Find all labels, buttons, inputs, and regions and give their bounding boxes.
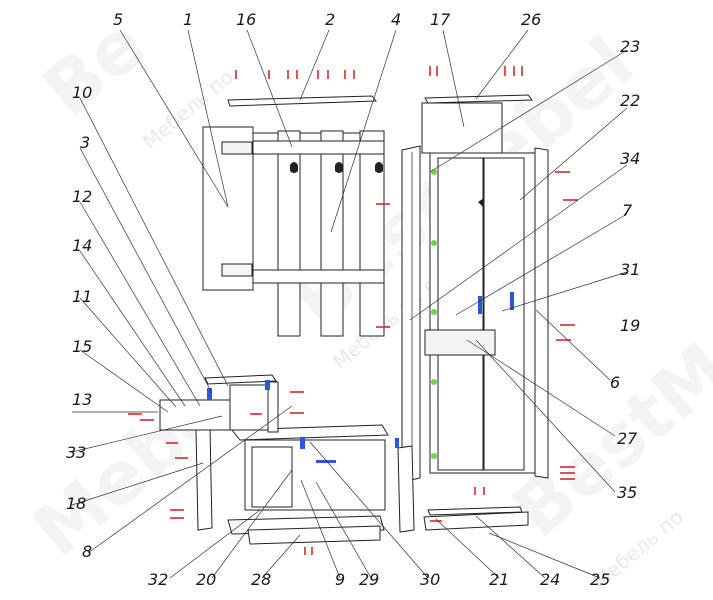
hanger-panel-assembly [202,95,385,337]
callout-31: 31 [620,260,640,279]
callout-27: 27 [617,429,638,448]
callout-12: 12 [72,187,92,206]
callout-23: 23 [620,37,640,56]
callout-21: 21 [489,570,509,589]
callout-13: 13 [72,390,92,409]
svg-text:Be: Be [27,2,160,133]
callout-29: 29 [359,570,379,589]
callout-1: 1 [183,10,193,29]
callout-9: 9 [335,570,345,589]
callout-8: 8 [82,542,92,561]
wardrobe-assembly [401,94,549,531]
bench-assembly [195,424,415,545]
callout-6: 6 [610,373,620,392]
callout-30: 30 [420,570,440,589]
callout-5: 5 [113,10,123,29]
callout-7: 7 [622,201,633,220]
callout-15: 15 [72,337,92,356]
small-shelf-assembly [159,374,279,433]
callout-10: 10 [72,83,92,102]
callout-18: 18 [66,494,86,513]
callout-4: 4 [391,10,401,29]
callout-28: 28 [251,570,271,589]
callout-2: 2 [325,10,335,29]
callout-20: 20 [196,570,216,589]
leader-lines [71,29,628,579]
callout-labels: 5 1 16 2 4 17 26 23 22 10 3 34 12 7 14 3… [66,10,640,589]
callout-16: 16 [236,10,256,29]
callout-3: 3 [80,133,90,152]
fastener-marks [128,66,578,555]
callout-26: 26 [521,10,541,29]
callout-34: 34 [620,149,640,168]
callout-11: 11 [72,287,92,306]
callout-32: 32 [148,570,168,589]
callout-22: 22 [620,91,640,110]
callout-17: 17 [430,10,451,29]
callout-24: 24 [540,570,560,589]
callout-19: 19 [620,316,640,335]
callout-14: 14 [72,236,92,255]
callout-25: 25 [590,570,610,589]
callout-35: 35 [617,483,637,502]
callout-33: 33 [66,443,86,462]
